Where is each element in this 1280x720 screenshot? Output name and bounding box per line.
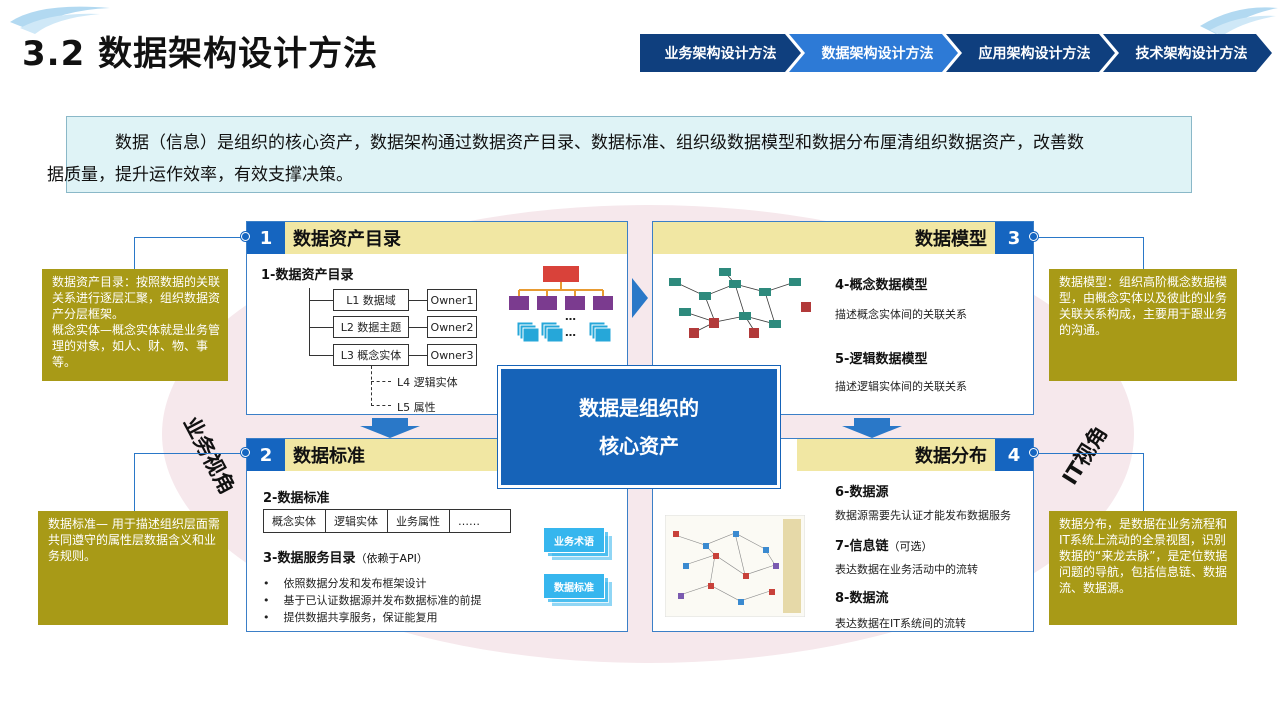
center-line-1: 数据是组织的 (579, 396, 699, 420)
tree-node-l4: L4 逻辑实体 (397, 376, 458, 389)
standard-subtitle: 2-数据标准 (263, 491, 330, 506)
tree-dashed-trunk (371, 366, 372, 406)
nav-data-architecture[interactable]: 数据架构设计方法 (789, 34, 958, 72)
tree-node-l1: L1 数据域 (333, 289, 409, 311)
connector-dot (241, 448, 250, 457)
distribution-item-desc: 数据源需要先认证才能发布数据服务 (835, 509, 1011, 522)
tree-branch (309, 300, 333, 301)
distribution-item-desc: 表达数据在业务活动中的流转 (835, 563, 978, 576)
attribute-cell: 概念实体 (264, 510, 326, 532)
owner-link (409, 355, 427, 356)
panel-header: 数据分布 4 (797, 439, 1033, 471)
attribute-cell: 业务属性 (388, 510, 450, 532)
intro-line-2: 据质量，提升运作效率，有效支撑决策。 (47, 165, 353, 185)
distribution-item-title: 7-信息链（可选） (835, 535, 932, 554)
tree-trunk (309, 288, 310, 356)
arrow-down-icon (360, 418, 420, 438)
distribution-item-desc: 表达数据在IT系统间的流转 (835, 617, 966, 630)
model-item-desc: 描述概念实体间的关联关系 (835, 308, 967, 321)
panel-header: 1 数据资产目录 (247, 222, 627, 254)
distribution-item-note: （可选） (888, 540, 933, 553)
panel-title: 数据资产目录 (293, 229, 401, 250)
panel-data-distribution: 数据分布 4 6-数据源 数据源需要先认证才能发布数据服务 7-信息链（可选） … (652, 438, 1034, 632)
connector-dot (1029, 448, 1038, 457)
nav-business-architecture[interactable]: 业务架构设计方法 (640, 34, 801, 72)
distribution-item-title: 8-数据流 (835, 591, 889, 606)
tree-branch (309, 355, 333, 356)
bullet-item: • 依照数据分发和发布框架设计 (263, 577, 427, 590)
service-catalog-label: 3-数据服务目录 (263, 551, 356, 566)
method-nav: 业务架构设计方法 数据架构设计方法 应用架构设计方法 技术架构设计方法 (640, 34, 1272, 72)
intro-line-1: 数据（信息）是组织的核心资产，数据架构通过数据资产目录、数据标准、组织级数据模型… (115, 133, 1084, 153)
data-flow-map-icon (665, 515, 805, 617)
note-data-standard: 数据标准— 用于描述组织层面需共同遵守的属性层数据含义和业务规则。 (38, 511, 228, 625)
tree-node-l3: L3 概念实体 (333, 344, 409, 366)
panel-title: 数据分布 (915, 446, 987, 467)
ellipsis: … (565, 310, 576, 323)
panel-data-asset-catalog: 1 数据资产目录 1-数据资产目录 L1 数据域 L2 数据主题 L3 概念实体… (246, 221, 628, 415)
model-item-title: 5-逻辑数据模型 (835, 352, 928, 367)
owner-3: Owner3 (427, 344, 477, 366)
tree-node-l5: L5 属性 (397, 401, 436, 414)
attribute-cell: 逻辑实体 (326, 510, 388, 532)
note-data-distribution: 数据分布，是数据在业务流程和IT系统上流动的全景视图，识别数据的“来龙去脉”，是… (1049, 511, 1237, 625)
tree-branch (309, 327, 333, 328)
bullet-text: 提供数据共享服务，保证能复用 (283, 611, 438, 624)
connector-2 (134, 453, 246, 511)
connector-3 (1034, 237, 1144, 269)
arrow-down-icon (842, 418, 902, 438)
note-data-model: 数据模型：组织高阶概念数据模型，由概念实体以及彼此的业务关联关系构成，主要用于跟… (1049, 269, 1237, 381)
nav-application-architecture[interactable]: 应用架构设计方法 (946, 34, 1115, 72)
service-catalog-note: （依赖于API） (355, 552, 428, 565)
note-data-asset-catalog: 数据资产目录：按照数据的关联关系进行逐层汇聚，组织数据资产分层框架。 概念实体—… (42, 269, 228, 381)
owner-link (409, 327, 427, 328)
bullet-text: 基于已认证数据源并发布数据标准的前提 (283, 594, 482, 607)
model-item-title: 4-概念数据模型 (835, 278, 928, 293)
panel-header: 数据模型 3 (653, 222, 1033, 254)
panel-number: 1 (247, 222, 285, 254)
bullet-item: • 提供数据共享服务，保证能复用 (263, 611, 438, 624)
connector-4 (1034, 453, 1144, 511)
distribution-item-title: 6-数据源 (835, 485, 889, 500)
bullet-item: • 基于已认证数据源并发布数据标准的前提 (263, 594, 482, 607)
panel-title: 数据模型 (915, 229, 987, 250)
panel-number: 2 (247, 439, 285, 471)
page-title: 3.2 数据架构设计方法 (22, 34, 379, 74)
er-diagram-icon (669, 268, 811, 338)
panel-title: 数据标准 (293, 446, 365, 467)
attribute-table: 概念实体 逻辑实体 业务属性 …… (263, 509, 511, 533)
distribution-item-label: 7-信息链 (835, 539, 889, 554)
owner-link (409, 300, 427, 301)
owner-2: Owner2 (427, 316, 477, 338)
connector-dot (1029, 232, 1038, 241)
stack-business-terms: 业务术语 (543, 527, 605, 553)
stack-data-standard: 数据标准 (543, 573, 605, 599)
model-item-desc: 描述逻辑实体间的关联关系 (835, 380, 967, 393)
nav-technology-architecture[interactable]: 技术架构设计方法 (1103, 34, 1272, 72)
panel-number: 3 (995, 222, 1033, 254)
tree-dashed-branch (371, 381, 391, 382)
panel-number: 4 (995, 439, 1033, 471)
arrow-right-icon (632, 278, 648, 318)
tree-node-l2: L2 数据主题 (333, 316, 409, 338)
hierarchy-icon (509, 266, 613, 343)
corner-swoosh-right (1200, 7, 1278, 36)
service-catalog-title: 3-数据服务目录（依赖于API） (263, 547, 428, 566)
connector-1 (134, 237, 246, 269)
catalog-subtitle: 1-数据资产目录 (261, 268, 354, 283)
panel-data-model: 数据模型 3 4-概念数据模型 描述概念实体间的关联关系 5-逻辑数据模型 描述… (652, 221, 1034, 415)
core-asset-center: 数据是组织的 核心资产 (497, 365, 781, 489)
tree-dashed-branch (371, 405, 391, 406)
corner-swoosh-left (10, 6, 110, 34)
intro-box: 数据（信息）是组织的核心资产，数据架构通过数据资产目录、数据标准、组织级数据模型… (47, 116, 1192, 193)
connector-dot (241, 232, 250, 241)
attribute-cell: …… (458, 514, 480, 528)
owner-1: Owner1 (427, 289, 477, 311)
ellipsis: … (565, 326, 576, 339)
center-line-2: 核心资产 (599, 434, 679, 458)
bullet-text: 依照数据分发和发布框架设计 (283, 577, 427, 590)
